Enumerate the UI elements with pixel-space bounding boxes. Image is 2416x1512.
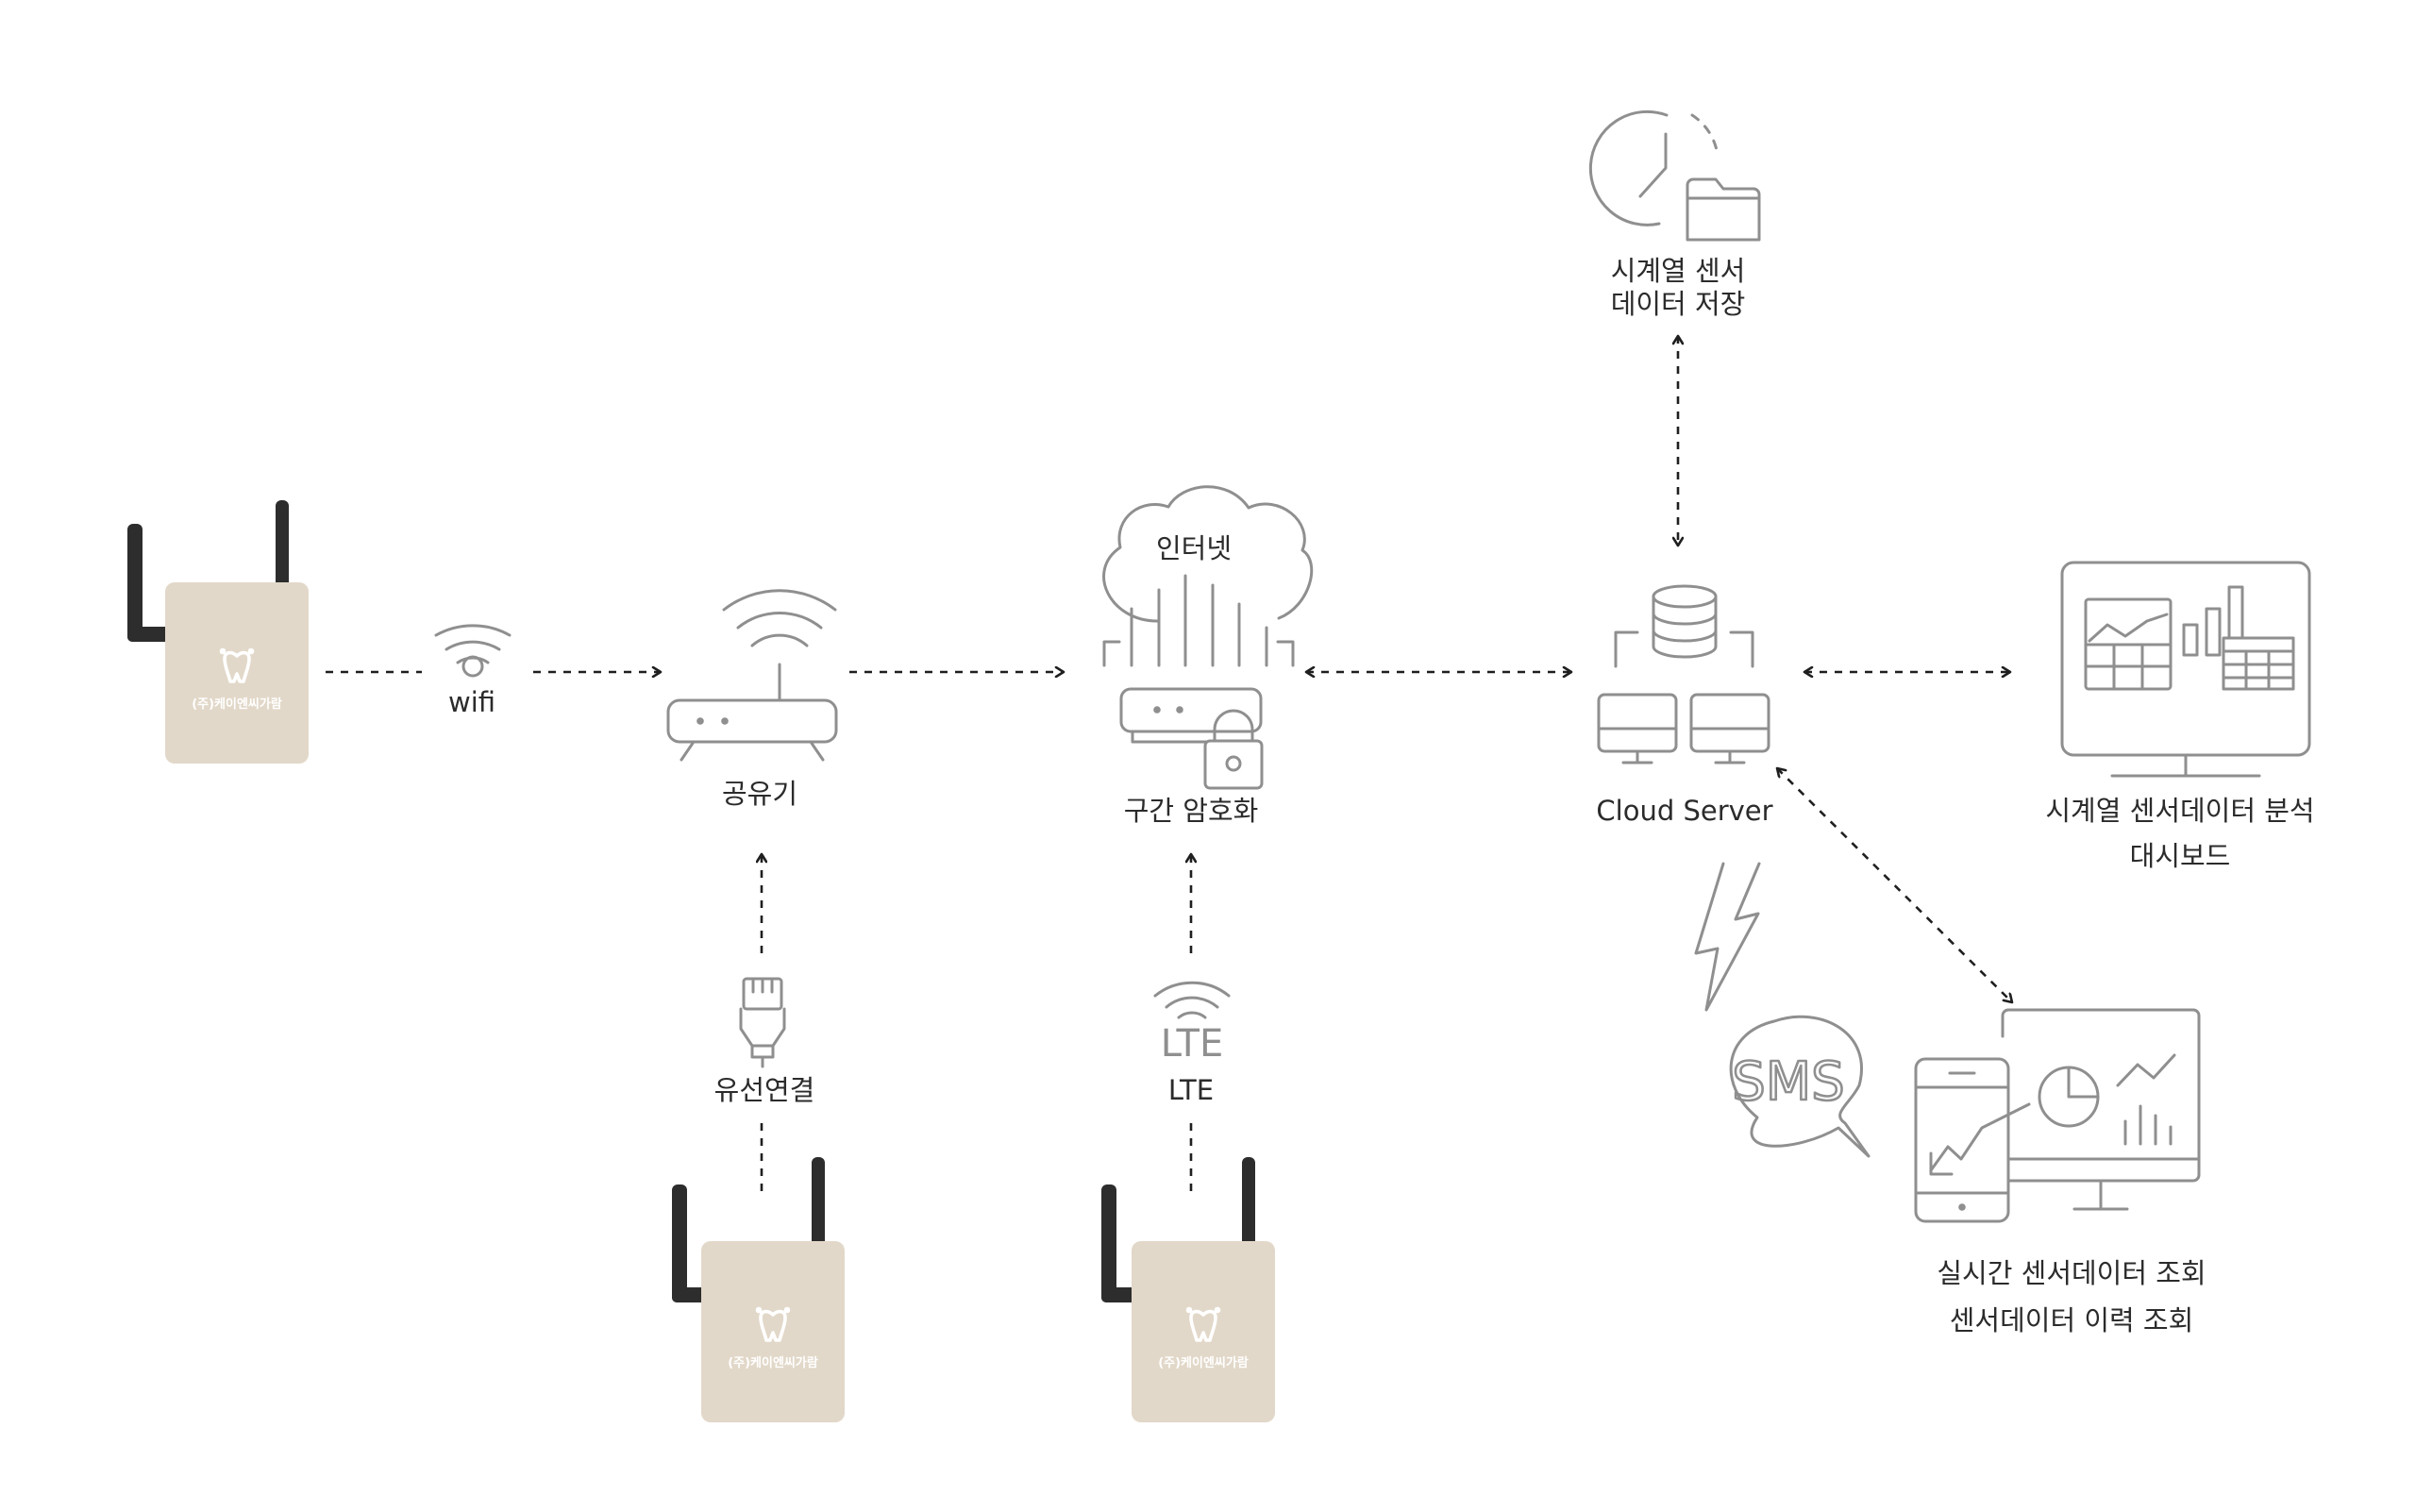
storage-label-line2: 데이터 저장 — [1610, 288, 1746, 320]
wired-connection-label: 유선연결 — [713, 1074, 815, 1106]
router-icon — [666, 589, 838, 762]
connector-server-realtime — [1777, 768, 2012, 1002]
sensor-device-wired: (주)케이엔씨가람 — [672, 1157, 845, 1422]
sms-bubble-icon — [1729, 1015, 1871, 1158]
folder-icon — [1686, 177, 1761, 242]
database-icon — [1614, 584, 1754, 668]
lte-label: LTE — [1167, 1074, 1215, 1106]
cloud-icon — [1102, 485, 1314, 744]
ethernet-plug-icon — [739, 977, 786, 1068]
lightning-icon — [1694, 862, 1761, 1012]
tooth-logo-icon — [755, 1306, 791, 1342]
sensor-device-left: (주)케이엔씨가람 — [127, 500, 309, 764]
server-monitor-icon — [1597, 693, 1770, 764]
clock-icon — [1588, 109, 1720, 227]
wifi-label: wifi — [447, 686, 496, 718]
dashboard-monitor-icon — [2060, 561, 2311, 778]
dashboard-label-line1: 시계열 센서데이터 분석 — [2045, 795, 2315, 827]
internet-label: 인터넷 — [1155, 532, 1233, 564]
dashboard-label-line2: 대시보드 — [2129, 840, 2231, 872]
wifi-icon — [434, 624, 512, 678]
device-logo-text: (주)케이엔씨가람 — [192, 697, 282, 712]
lte-icon-text: LTE — [1161, 1022, 1223, 1066]
lte-signal-icon — [1153, 981, 1231, 1019]
lock-icon — [1203, 709, 1264, 790]
realtime-label-line2: 센서데이터 이력 조회 — [1949, 1304, 2194, 1336]
mini-line-chart-icon — [2116, 1053, 2176, 1146]
cloud-server-label: Cloud Server — [1596, 795, 1773, 827]
storage-label-line1: 시계열 센서 — [1610, 255, 1746, 287]
sms-bubble-text: SMS — [1732, 1051, 1844, 1113]
realtime-monitor-icon — [2001, 1008, 2201, 1211]
tooth-logo-icon — [219, 647, 255, 683]
device-logo-text: (주)케이엔씨가람 — [728, 1355, 818, 1370]
encryption-label: 구간 암호화 — [1123, 795, 1259, 827]
mobile-phone-icon — [1914, 1057, 2031, 1223]
tooth-logo-icon — [1185, 1306, 1221, 1342]
sensor-device-lte: (주)케이엔씨가람 — [1101, 1157, 1275, 1422]
pie-chart-icon — [2038, 1066, 2100, 1128]
device-logo-text: (주)케이엔씨가람 — [1158, 1355, 1249, 1370]
router-label: 공유기 — [721, 778, 798, 810]
realtime-label-line1: 실시간 센서데이터 조회 — [1937, 1257, 2206, 1289]
